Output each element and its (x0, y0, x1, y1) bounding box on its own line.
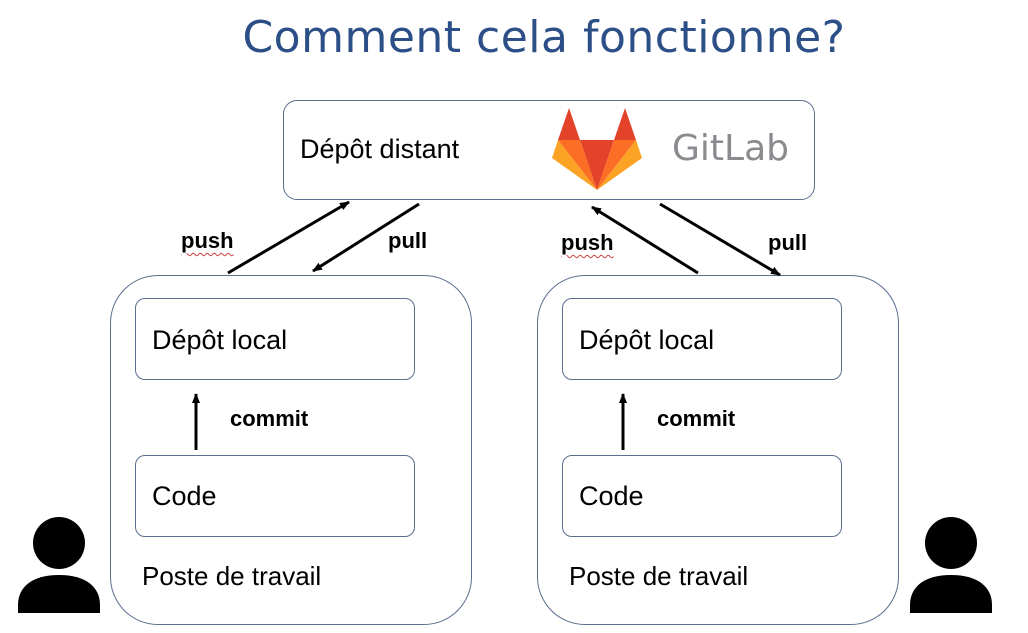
push-label-right: push (561, 230, 614, 255)
code-box-left (135, 455, 415, 537)
pull-label-left: pull (388, 228, 428, 253)
local-repo-box-right (562, 298, 842, 380)
person-icon-left (18, 517, 100, 613)
push-label-left: push (181, 228, 234, 253)
page-title: Comment cela fonctionne? (242, 12, 846, 63)
pull-label-right: pull (768, 230, 808, 255)
remote-repository-box (283, 100, 815, 200)
local-repo-label-left: Dépôt local (152, 325, 288, 355)
code-label-left: Code (152, 481, 217, 511)
gitlab-brand-text: GitLab (672, 128, 789, 169)
commit-label-right: commit (657, 406, 736, 431)
local-repo-label-right: Dépôt local (579, 325, 715, 355)
push-arrow-right (591, 205, 699, 275)
push-arrow-left (227, 200, 350, 275)
workstation-label-left: Poste de travail (142, 561, 322, 591)
commit-label-left: commit (230, 406, 309, 431)
workstation-label-right: Poste de travail (569, 561, 749, 591)
code-label-right: Code (579, 481, 644, 511)
pull-arrow-right (659, 202, 781, 277)
local-repo-box-left (135, 298, 415, 380)
person-icon-right (910, 517, 992, 613)
remote-repository-label: Dépôt distant (300, 134, 460, 164)
pull-arrow-left (312, 202, 420, 273)
code-box-right (562, 455, 842, 537)
gitlab-logo-icon (552, 108, 642, 190)
